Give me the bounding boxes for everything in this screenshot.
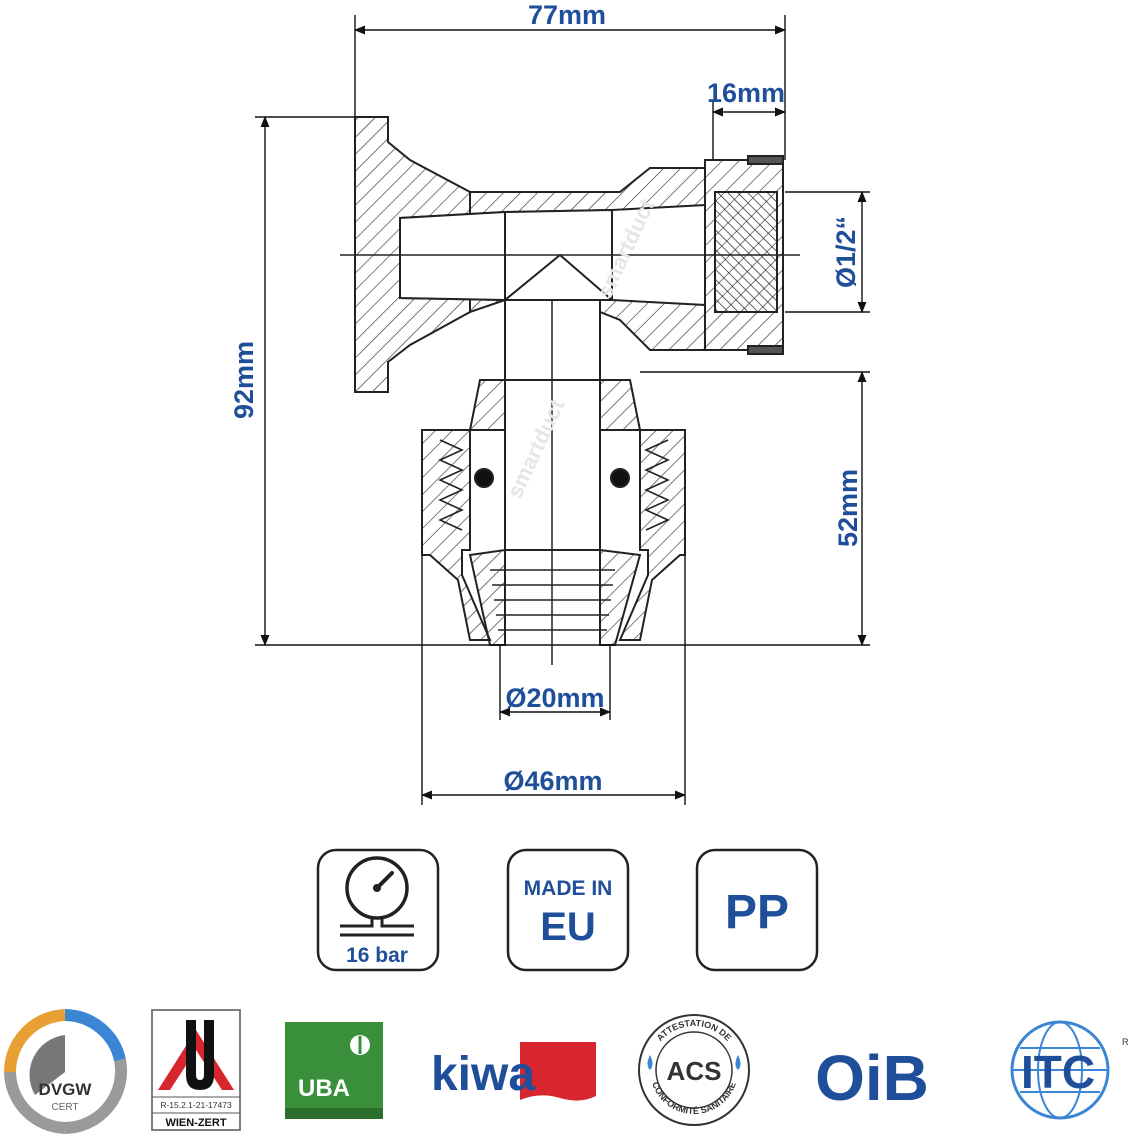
o-ring-right [610,468,630,488]
made-in-label: MADE IN [524,877,613,900]
logo-acs: ATTESTATION DE CONFORMITÉ SANITAIRE ACS [638,1014,750,1126]
fitting-cross-section [340,116,800,665]
uba-label: UBA [298,1075,350,1102]
eu-label: EU [540,905,596,949]
water-drop-icon [647,1055,653,1070]
pressure-gauge-icon [345,856,409,920]
dimension-height-total: 92mm [229,341,259,419]
logo-kiwa: kiwa [431,1042,596,1101]
itc-label: ITC [1021,1046,1095,1098]
union-nut-left [421,429,492,641]
dimension-thread-depth: 16mm [707,78,785,108]
dimension-height-lower: 52mm [833,469,863,547]
wien-zert-code: R-15.2.1-21-17473 [160,1100,232,1110]
wien-zert-label: WIEN-ZERT [165,1117,226,1129]
oib-label: OiB [815,1042,929,1114]
kiwa-label: kiwa [431,1048,535,1101]
logo-uba: UBA [285,1022,383,1119]
itc-registered: R [1122,1037,1129,1047]
pressure-label: 16 bar [346,944,408,967]
dimension-thread-size: Ø1/2“ [831,216,861,288]
acs-label: ACS [667,1056,722,1086]
dvgw-label: DVGW [39,1080,93,1099]
badge-material: PP [695,848,819,972]
badge-made-in-eu: MADE IN EU [506,848,630,972]
logo-dvgw: DVGW CERT [4,1009,128,1134]
water-drop-icon [735,1055,741,1070]
union-nut-right [618,429,686,641]
logo-itc: ITC R [1010,1020,1129,1120]
dimension-nut-outer: Ø46mm [503,766,602,796]
dvgw-cert-label: CERT [51,1102,78,1113]
dimension-width-total: 77mm [528,0,606,30]
o-ring-left [474,468,494,488]
logo-oib: OiB [815,1042,929,1114]
logo-wien-zert: R-15.2.1-21-17473 WIEN-ZERT [151,1009,241,1131]
material-label: PP [725,886,789,939]
badge-pressure: 16 bar [316,848,440,972]
dimension-pipe-inner: Ø20mm [505,683,604,713]
dimension-lines [255,15,870,805]
